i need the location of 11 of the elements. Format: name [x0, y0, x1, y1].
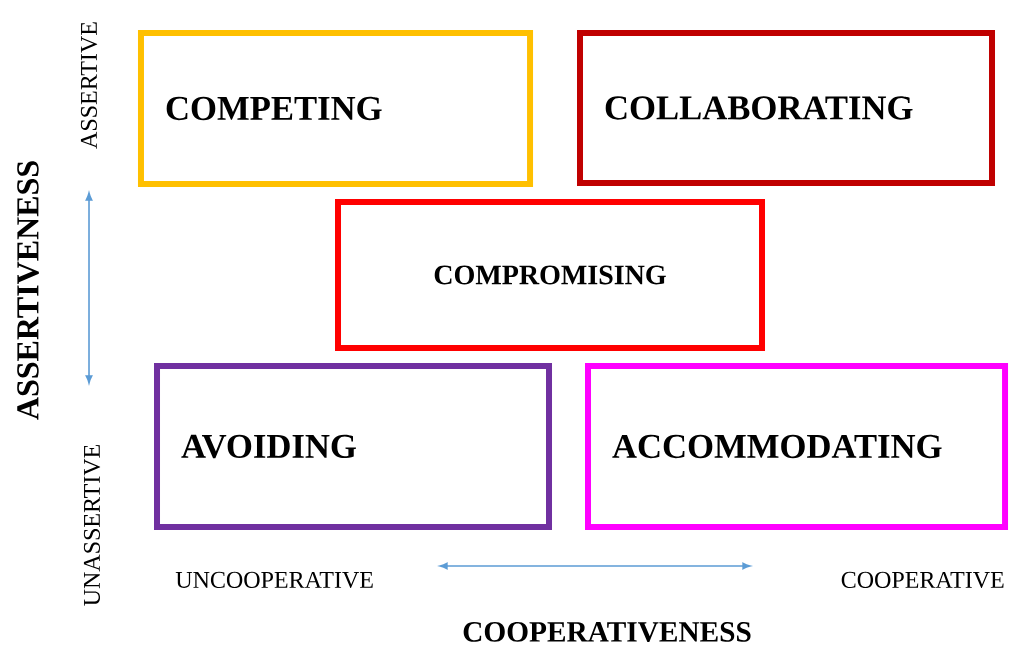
axis-end-label: ASSERTIVE [80, 22, 98, 149]
strategy-box: COLLABORATING [577, 30, 995, 186]
strategy-box: AVOIDING [154, 362, 552, 531]
axis-title: COOPERATIVENESS [463, 622, 751, 642]
strategy-box: COMPETING [138, 30, 534, 187]
axis-end-label: UNCOOPERATIVE [175, 571, 373, 589]
axis-end-label: UNASSERTIVE [83, 444, 101, 606]
strategy-box: COMPROMISING [335, 199, 765, 351]
axis-end-label: COOPERATIVE [841, 571, 1004, 589]
strategy-box: ACCOMMODATING [584, 362, 1009, 531]
axis-title: ASSERTIVENESS [17, 161, 39, 420]
